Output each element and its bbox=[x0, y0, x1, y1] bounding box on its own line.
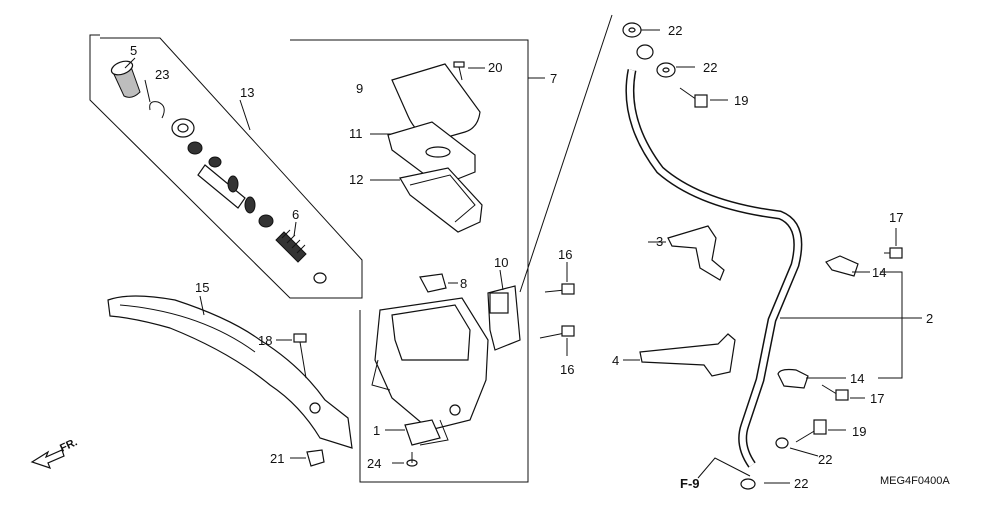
callout-9: 9 bbox=[356, 81, 363, 96]
drawing-code: MEG4F0400A bbox=[880, 475, 950, 487]
callout-22-third: 22 bbox=[818, 452, 832, 467]
callout-21: 21 bbox=[270, 451, 284, 466]
callout-22-top: 22 bbox=[668, 23, 682, 38]
cover-screw bbox=[453, 61, 465, 81]
callout-17-lower: 17 bbox=[870, 391, 884, 406]
callout-18: 18 bbox=[258, 333, 272, 348]
callout-23: 23 bbox=[155, 67, 169, 82]
master-piston bbox=[197, 156, 256, 214]
piston-spring bbox=[275, 229, 307, 263]
sealing-washer-third bbox=[775, 437, 789, 449]
callout-16-lower: 16 bbox=[560, 362, 574, 377]
oil-bolt-lower bbox=[795, 419, 827, 443]
holder-bolt-upper bbox=[544, 283, 575, 295]
callout-19-upper: 19 bbox=[734, 93, 748, 108]
callout-17-upper: 17 bbox=[889, 210, 903, 225]
callout-19-lower: 19 bbox=[852, 424, 866, 439]
sealing-washer-bottom bbox=[740, 478, 756, 490]
hose-clamp-upper bbox=[825, 255, 859, 277]
callout-22-bottom: 22 bbox=[794, 476, 808, 491]
lever-holder bbox=[487, 285, 521, 351]
hose-clamp-lower bbox=[777, 368, 809, 389]
clamp-bolt-upper bbox=[884, 247, 903, 259]
callout-4: 4 bbox=[612, 353, 619, 368]
switch-screw bbox=[406, 452, 418, 467]
holder-bolt-lower bbox=[539, 325, 575, 339]
callout-1: 1 bbox=[373, 423, 380, 438]
callout-14-upper: 14 bbox=[872, 265, 886, 280]
callout-16-upper: 16 bbox=[558, 247, 572, 262]
front-direction-arrow-icon bbox=[30, 449, 65, 469]
callout-8: 8 bbox=[460, 276, 467, 291]
callout-20: 20 bbox=[488, 60, 502, 75]
lever-pivot-nut bbox=[306, 449, 325, 467]
front-indicator-label: FR. bbox=[58, 436, 79, 454]
piston-kit-outline bbox=[89, 34, 363, 299]
callout-10: 10 bbox=[494, 255, 508, 270]
sealing-washer-top bbox=[622, 22, 642, 38]
callout-2: 2 bbox=[926, 311, 933, 326]
callout-24: 24 bbox=[367, 456, 381, 471]
lever-pivot-bolt bbox=[293, 333, 307, 379]
section-reference: F-9 bbox=[680, 476, 700, 491]
front-stop-switch bbox=[404, 419, 441, 446]
callout-11: 11 bbox=[349, 126, 363, 141]
clamp-holder-small bbox=[419, 273, 447, 293]
master-cylinder-body bbox=[371, 297, 489, 446]
callout-14-lower: 14 bbox=[850, 371, 864, 386]
sealing-washer-second bbox=[656, 62, 676, 78]
callout-22-second: 22 bbox=[703, 60, 717, 75]
callout-13: 13 bbox=[240, 85, 254, 100]
callout-7: 7 bbox=[550, 71, 557, 86]
circlip bbox=[149, 101, 165, 119]
boot-cap bbox=[110, 60, 141, 98]
callout-3: 3 bbox=[656, 234, 663, 249]
hose-bracket-upper bbox=[667, 225, 725, 281]
callout-6: 6 bbox=[292, 207, 299, 222]
callout-15: 15 bbox=[195, 280, 209, 295]
callout-5: 5 bbox=[130, 43, 137, 58]
reservoir-cover bbox=[391, 63, 481, 143]
clamp-bolt-lower bbox=[821, 384, 849, 401]
master-cylinder-group-outline bbox=[290, 39, 529, 483]
brake-lever bbox=[107, 295, 353, 449]
oil-bolt-upper bbox=[679, 87, 708, 108]
hose-bracket-lower bbox=[639, 333, 736, 377]
callout-12: 12 bbox=[349, 172, 363, 187]
